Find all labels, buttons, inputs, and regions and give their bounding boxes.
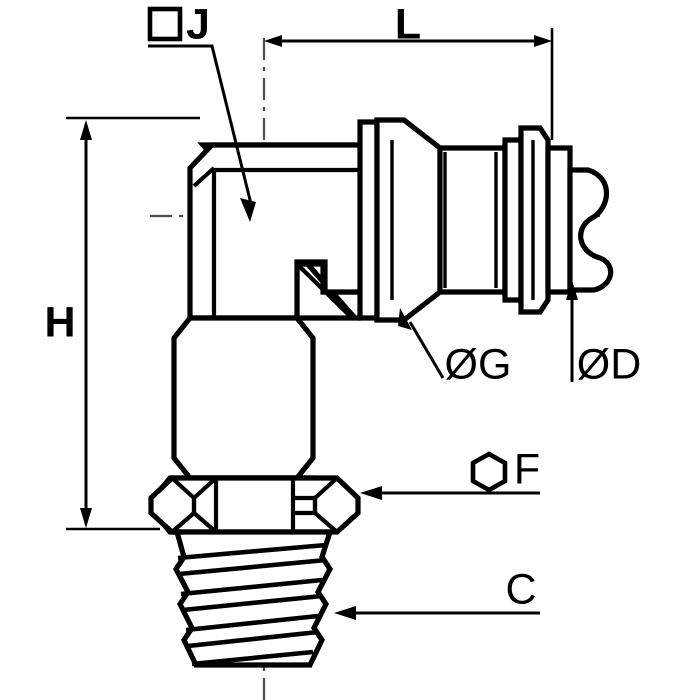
hex-flat-left-lines-2 [192,476,218,534]
collar-detail-lines [390,140,535,300]
dimension-C: C [334,565,540,620]
J-leader-arrow [240,198,256,222]
elbow-corner-chamfer-inner [192,166,216,188]
dimension-H: H [44,116,200,531]
dimension-label-C: C [505,565,536,613]
dimension-label-D: ØD [577,340,642,388]
dimension-J: J [147,0,256,222]
L-arrow-right [534,35,552,47]
dimension-label-J: J [186,0,210,48]
J-leader [148,44,254,209]
F-leader-arrow [360,486,382,500]
dimension-G: ØG [398,308,511,388]
G-leader [408,321,445,379]
G-leader-arrow [398,308,412,330]
D-leader-arrow [566,280,578,300]
dimension-L: L [264,0,554,140]
collar-release-ring [545,145,573,295]
dimension-label-F: F [514,445,540,493]
collar-tapered-body [374,117,443,323]
tube-end-s-curve [567,167,614,293]
L-arrow-left [264,35,282,47]
hex-right-chamfer-pair [290,478,315,532]
dimension-label-L: L [395,0,421,48]
fitting-body [148,117,614,668]
H-arrow-top [80,120,92,140]
dimension-F: F [360,445,540,500]
dimension-D: ØD [566,280,641,388]
thread-helix-lines [177,542,327,667]
elbow-lower-diagonal [295,262,354,320]
dimension-label-H: H [44,298,75,346]
dimension-label-G: ØG [445,340,512,388]
cylindrical-body [171,315,316,481]
square-symbol [147,6,183,42]
C-leader-arrow [334,606,356,620]
hexagon-symbol [470,451,508,493]
H-arrow-bottom [80,508,92,528]
